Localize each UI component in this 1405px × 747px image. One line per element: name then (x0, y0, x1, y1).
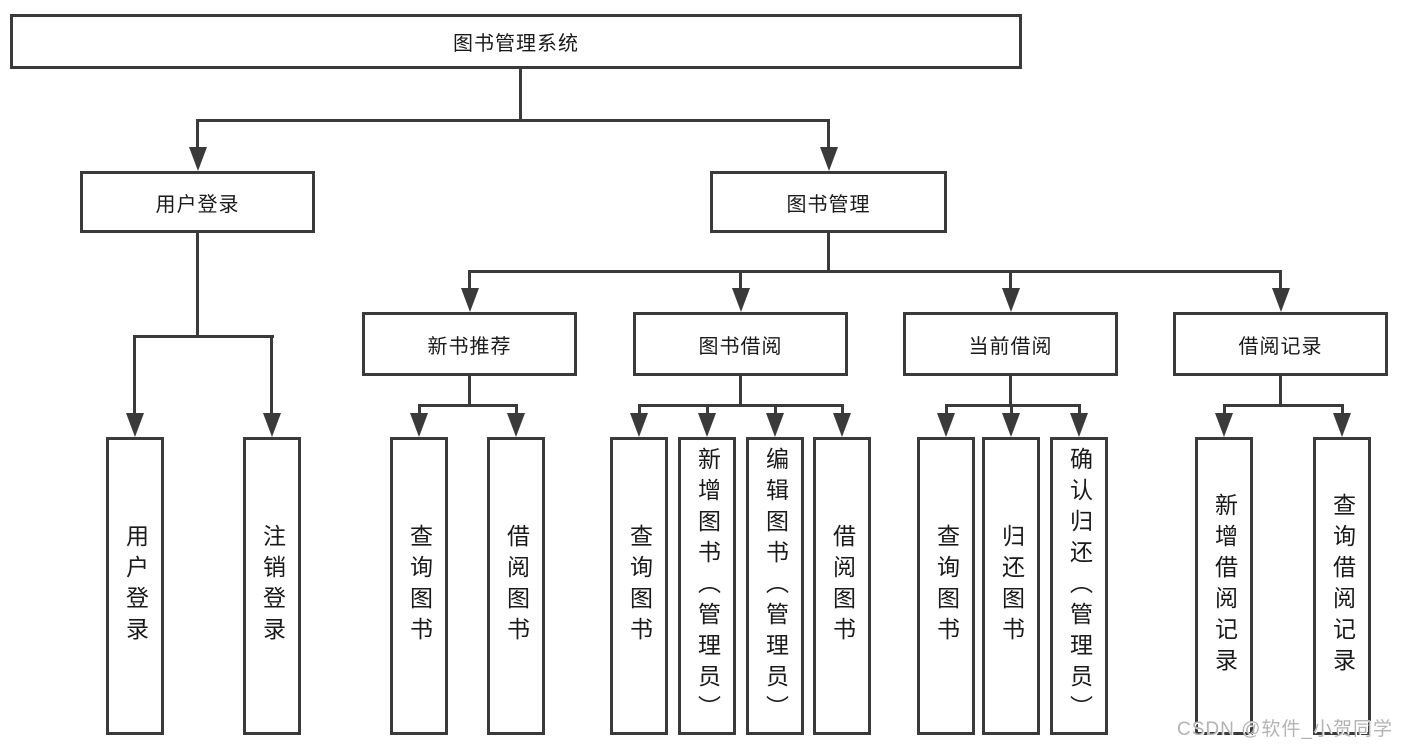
node-label: 新书推荐 (427, 335, 512, 358)
connector-line (774, 404, 777, 417)
arrow-down-icon (732, 288, 750, 312)
connector-line (1010, 404, 1013, 417)
connector-line (1223, 404, 1344, 407)
node-label: 借阅记录 (1238, 335, 1323, 358)
leaf-borrowing-add-books-admin: 新增图书（管理员） (678, 437, 736, 735)
node-user-login: 用户登录 (80, 171, 315, 233)
leaf-borrowing-edit-books-admin: 编辑图书（管理员） (746, 437, 804, 735)
connector-line (1009, 376, 1012, 406)
node-book-borrowing: 图书借阅 (633, 312, 848, 376)
node-book-management: 图书管理 (710, 171, 947, 233)
arrow-down-icon (820, 147, 838, 171)
leaf-recommend-query-books: 查询图书 (390, 437, 448, 735)
connector-line (706, 404, 709, 417)
leaf-label: 查询图书 (406, 524, 433, 648)
node-label: 用户登录 (155, 193, 240, 216)
leaf-recommend-borrow-books: 借阅图书 (487, 437, 545, 735)
connector-line (827, 119, 830, 152)
leaf-label: 查询图书 (933, 524, 960, 648)
arrow-down-icon (410, 413, 428, 437)
node-label: 图书管理 (786, 193, 871, 216)
connector-line (638, 404, 641, 417)
connector-line (468, 270, 471, 292)
node-library-management-system: 图书管理系统 (10, 14, 1022, 69)
connector-line (418, 404, 518, 407)
connector-line (945, 404, 948, 417)
connector-line (196, 119, 199, 152)
leaf-label: 编辑图书（管理员） (762, 446, 789, 726)
connector-line (1009, 270, 1012, 292)
connector-line (638, 404, 844, 407)
arrow-down-icon (1215, 413, 1233, 437)
leaf-label: 查询图书 (626, 524, 653, 648)
node-new-book-recommend: 新书推荐 (362, 312, 577, 376)
connector-line (1078, 404, 1081, 417)
arrow-down-icon (1002, 413, 1020, 437)
leaf-label: 新增图书（管理员） (694, 446, 721, 726)
leaf-borrowing-borrow-books: 借阅图书 (813, 437, 871, 735)
connector-line (827, 233, 830, 272)
arrow-down-icon (126, 413, 144, 437)
arrow-down-icon (461, 288, 479, 312)
arrow-down-icon (630, 413, 648, 437)
connector-line (1279, 376, 1282, 406)
arrow-down-icon (1002, 288, 1020, 312)
leaf-label: 注销登录 (259, 524, 286, 648)
connector-line (739, 376, 742, 406)
connector-line (739, 270, 742, 292)
node-label: 当前借阅 (968, 335, 1053, 358)
csdn-watermark: CSDN @软件_小贺同学 (1177, 719, 1393, 740)
arrow-down-icon (189, 147, 207, 171)
leaf-current-return-books: 归还图书 (982, 437, 1040, 735)
arrow-down-icon (766, 413, 784, 437)
leaf-borrowing-query-books: 查询图书 (610, 437, 668, 735)
connector-line (515, 404, 518, 417)
leaf-label: 新增借阅记录 (1211, 493, 1238, 679)
leaf-label: 借阅图书 (829, 524, 856, 648)
connector-line (1223, 404, 1226, 417)
arrow-down-icon (507, 413, 525, 437)
leaf-label: 查询借阅记录 (1329, 493, 1356, 679)
arrow-down-icon (263, 413, 281, 437)
node-borrowing-records: 借阅记录 (1173, 312, 1388, 376)
arrow-down-icon (937, 413, 955, 437)
node-current-borrowing: 当前借阅 (903, 312, 1118, 376)
node-label: 图书管理系统 (453, 33, 579, 55)
connector-line (519, 69, 522, 121)
connector-line (1279, 270, 1282, 292)
node-label: 图书借阅 (698, 335, 783, 358)
arrow-down-icon (1070, 413, 1088, 437)
arrow-down-icon (698, 413, 716, 437)
arrow-down-icon (1333, 413, 1351, 437)
leaf-current-confirm-return-admin: 确认归还（管理员） (1050, 437, 1108, 735)
connector-line (134, 335, 274, 338)
connector-line (468, 376, 471, 406)
connector-line (469, 270, 1282, 273)
connector-line (196, 233, 199, 337)
connector-line (133, 335, 136, 417)
connector-line (841, 404, 844, 417)
arrow-down-icon (1272, 288, 1290, 312)
leaf-user-login: 用户登录 (106, 437, 164, 735)
leaf-current-query-books: 查询图书 (917, 437, 975, 735)
connector-line (1341, 404, 1344, 417)
connector-line (418, 404, 421, 417)
connector-line (196, 119, 830, 122)
leaf-label: 确认归还（管理员） (1066, 446, 1093, 726)
connector-line (270, 335, 273, 417)
leaf-label: 用户登录 (122, 524, 149, 648)
leaf-records-query-record: 查询借阅记录 (1313, 437, 1371, 735)
leaf-records-add-record: 新增借阅记录 (1195, 437, 1253, 735)
leaf-label: 借阅图书 (503, 524, 530, 648)
arrow-down-icon (833, 413, 851, 437)
leaf-label: 归还图书 (998, 524, 1025, 648)
leaf-logout: 注销登录 (243, 437, 301, 735)
